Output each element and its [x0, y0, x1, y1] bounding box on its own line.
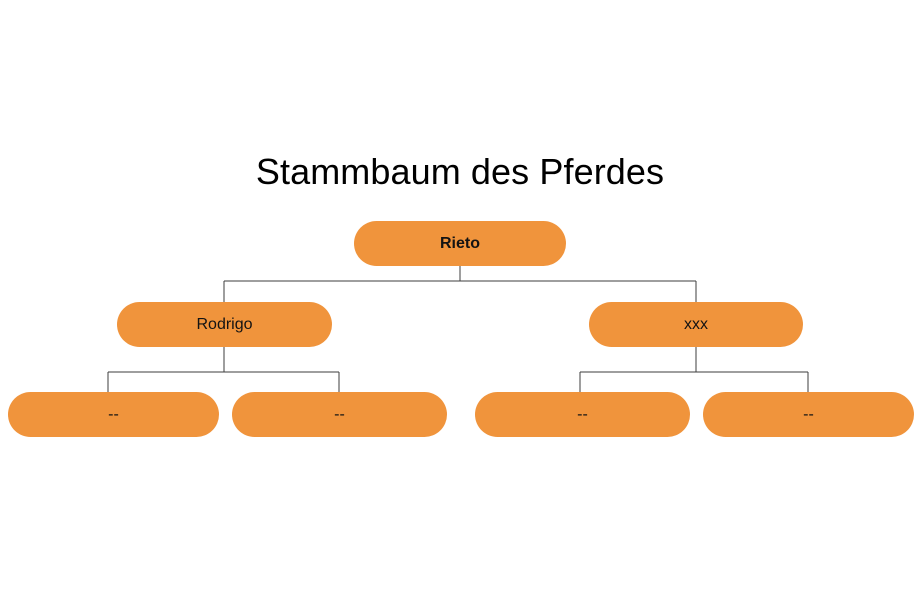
tree-node-leaf-4[interactable]: --: [703, 392, 914, 437]
tree-node-label: Rodrigo: [196, 315, 253, 333]
tree-node-leaf-2[interactable]: --: [232, 392, 447, 437]
tree-node-label: --: [577, 405, 588, 423]
tree-node-label: xxx: [684, 315, 708, 333]
tree-node-label: --: [334, 405, 345, 423]
tree-node-leaf-1[interactable]: --: [8, 392, 219, 437]
tree-node-root[interactable]: Rieto: [354, 221, 566, 266]
page-title: Stammbaum des Pferdes: [255, 151, 665, 192]
tree-node-leaf-3[interactable]: --: [475, 392, 690, 437]
tree-node-label: --: [803, 405, 814, 423]
tree-node-label: --: [108, 405, 119, 423]
tree-node-xxx[interactable]: xxx: [589, 302, 803, 347]
tree-node-label: Rieto: [440, 234, 480, 252]
tree-node-rodrigo[interactable]: Rodrigo: [117, 302, 332, 347]
